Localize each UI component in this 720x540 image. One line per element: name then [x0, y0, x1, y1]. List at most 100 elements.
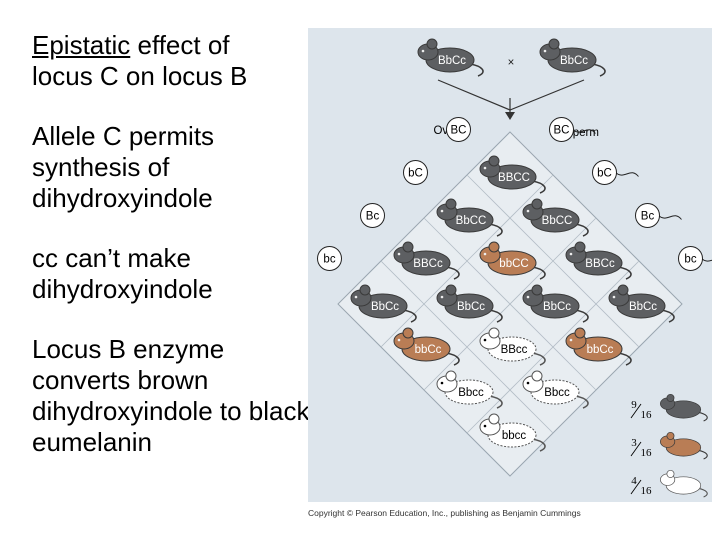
ear-shape [666, 469, 675, 478]
ear-shape [574, 241, 586, 253]
gamete-cell [403, 160, 428, 185]
eye-shape [526, 381, 530, 385]
tail-shape [697, 411, 708, 422]
offspring-mouse: BbCc [436, 284, 503, 323]
ova-gamete: BC [446, 117, 471, 142]
gamete-label: BC [554, 125, 570, 137]
eye-shape [397, 338, 401, 342]
genotype-label: BbCc [457, 301, 485, 313]
gamete-cell [446, 117, 471, 142]
ratio-slash [630, 403, 642, 419]
offspring-mouse: Bbcc [436, 370, 503, 409]
ear-shape [531, 284, 543, 296]
offspring-mouse: BBcc [479, 327, 546, 366]
ratio-mouse [660, 431, 708, 460]
ear-shape [402, 241, 414, 253]
gamete-label: bC [597, 168, 612, 180]
gamete-cell [549, 117, 574, 142]
ear-shape [488, 413, 500, 425]
title-epistatic: Epistatic [32, 30, 131, 60]
grid-line-col [423, 217, 597, 391]
offspring-mouse: bbCC [479, 241, 546, 280]
genotype-label: BBCC [498, 172, 530, 184]
sperm-gamete: Bc [635, 203, 682, 228]
genotype-label: BbCC [456, 215, 487, 227]
eye-shape [440, 209, 444, 213]
genotype-label: BBCc [585, 258, 615, 270]
eye-shape [440, 381, 444, 385]
ear-shape [666, 393, 675, 402]
tail-shape [469, 63, 484, 77]
ear-shape [488, 241, 500, 253]
copyright-note: Copyright © Pearson Education, Inc., pub… [308, 508, 581, 518]
ear-shape [617, 284, 629, 296]
ear-shape [402, 327, 414, 339]
ear-shape [445, 198, 457, 210]
gamete-label: Bc [641, 211, 655, 223]
gamete-label: Bc [366, 211, 380, 223]
offspring-mouse: BbCc [608, 284, 675, 323]
sperm-tail [572, 129, 596, 134]
genotype-label: BbCc [438, 55, 466, 67]
eye-shape [354, 295, 358, 299]
tail-shape [697, 449, 708, 460]
tail-shape [697, 487, 708, 498]
eye-shape [543, 49, 547, 53]
ratio-mouse [660, 469, 708, 498]
sperm-tail [615, 172, 639, 177]
genotype-label: bbCC [499, 258, 528, 270]
tail-shape [574, 395, 589, 409]
gamete-label: bc [323, 254, 335, 266]
gamete-cell [678, 246, 703, 271]
ear-shape [666, 431, 675, 440]
eye-shape [483, 166, 487, 170]
offspring-mouse: bbCc [565, 327, 632, 366]
gamete-cell [592, 160, 617, 185]
sperm-gamete: BC [549, 117, 596, 142]
tail-shape [488, 395, 503, 409]
sperm-gamete: bC [592, 160, 639, 185]
ear-shape [359, 284, 371, 296]
grid-line-row [380, 260, 554, 434]
ear-shape [488, 327, 500, 339]
offspring-mouse: BBCc [393, 241, 460, 280]
parent-mouse-left: BbCc [417, 38, 484, 77]
eye-shape [483, 424, 487, 428]
gamete-label: BC [451, 125, 467, 137]
offspring-mouse: bbCc [393, 327, 460, 366]
cross-symbol: × [508, 57, 515, 69]
ear-shape [548, 38, 560, 50]
cc-paragraph: cc can’t make dihydroxyindole [32, 243, 213, 304]
genotype-label: BBcc [501, 344, 528, 356]
sperm-tail [658, 215, 682, 220]
genotype-label: BBCc [413, 258, 443, 270]
genotype-label: BbCc [629, 301, 657, 313]
eye-shape [569, 252, 573, 256]
genotype-label: Bbcc [544, 387, 570, 399]
title-rest: effect of [130, 30, 230, 60]
sperm-tail [701, 258, 712, 262]
ratio-denominator: 16 [641, 409, 653, 421]
locus-b-paragraph: Locus B enzyme converts brown dihydroxyi… [32, 334, 310, 457]
sperm-gamete: bc [678, 246, 712, 271]
ratio-numerator: 3 [631, 437, 637, 449]
genotype-label: bbcc [502, 430, 527, 442]
ratio-slash [630, 479, 642, 495]
eye-shape [483, 252, 487, 256]
eye-shape [397, 252, 401, 256]
ova-gamete: bc [317, 246, 342, 271]
gamete-cell [360, 203, 385, 228]
offspring-mouse: BbCC [436, 198, 503, 237]
ova-gamete: Bc [360, 203, 385, 228]
parent-mouse-right: BbCc [539, 38, 606, 77]
genotype-label: BbCc [560, 55, 588, 67]
genotype-label: BbCc [543, 301, 571, 313]
eye-shape [440, 295, 444, 299]
allele-c-paragraph: Allele C permits synthesis of dihydroxyi… [32, 121, 215, 213]
offspring-mouse: BbCc [350, 284, 417, 323]
offspring-mouse: bbcc [479, 413, 546, 452]
genotype-label: bbCc [415, 344, 442, 356]
ear-shape [445, 370, 457, 382]
parents-connector [437, 79, 585, 111]
